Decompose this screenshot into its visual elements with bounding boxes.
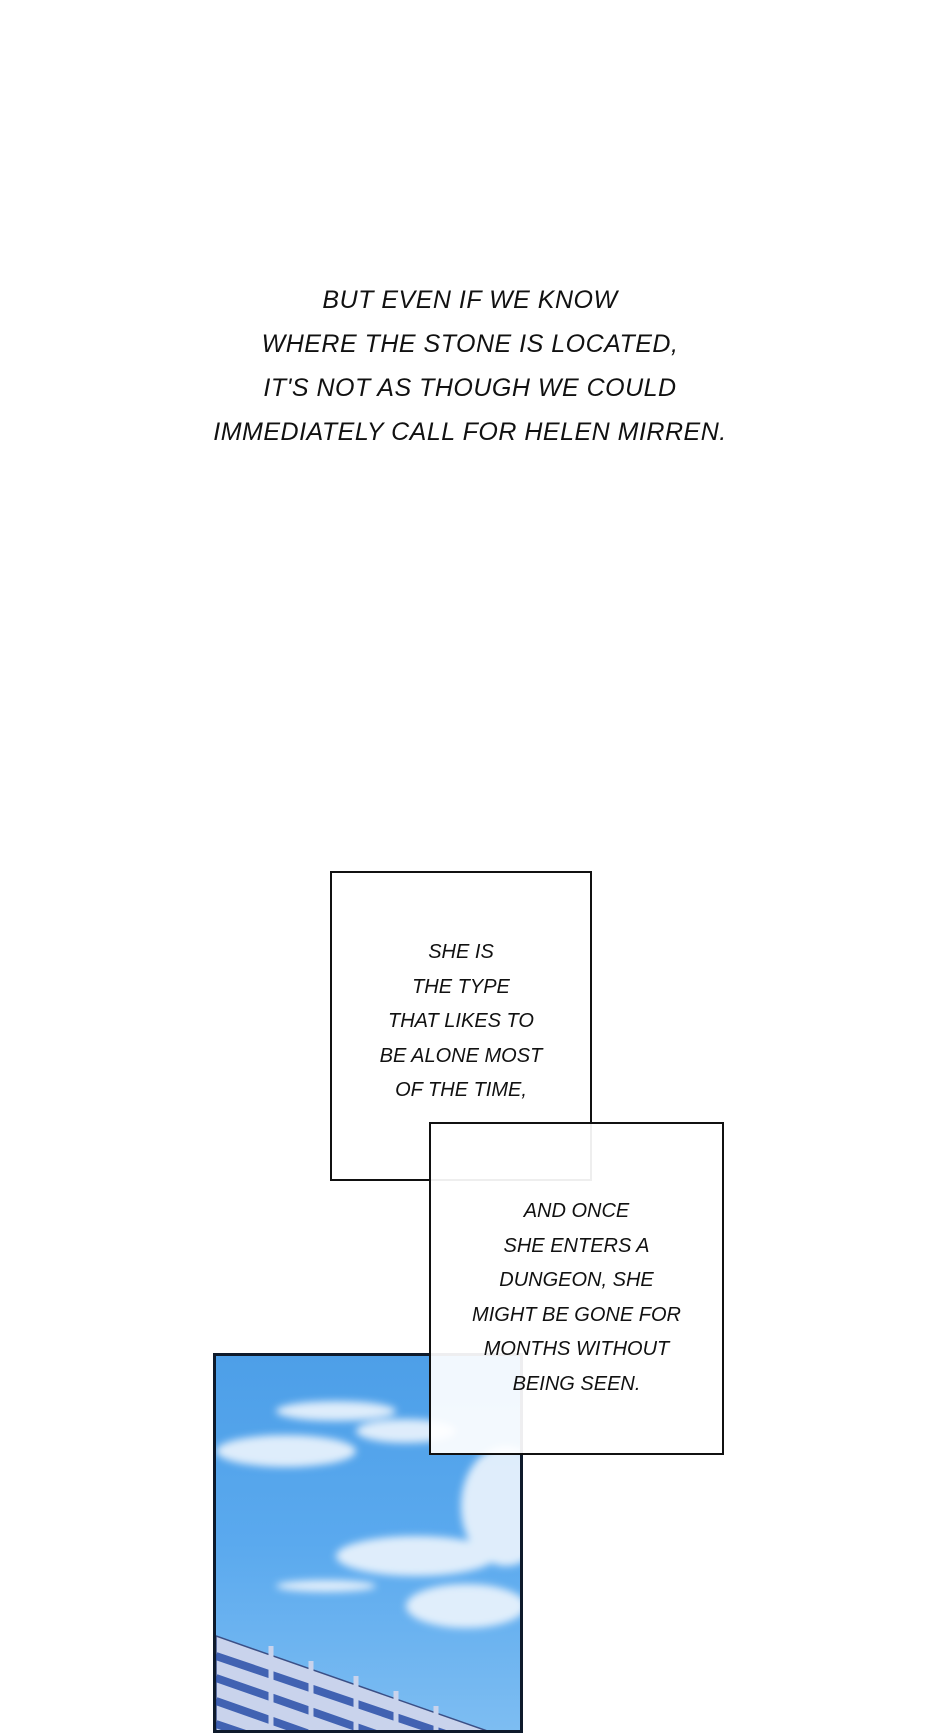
caption-line: BE ALONE MOST	[379, 1044, 543, 1067]
caption-line: DUNGEON, SHE	[499, 1269, 654, 1291]
narration-line: WHERE THE STONE IS LOCATED,	[261, 330, 679, 358]
narration-text: BUT EVEN IF WE KNOW WHERE THE STONE IS L…	[0, 278, 940, 454]
caption-line: AND ONCE	[523, 1200, 630, 1222]
caption-line: MIGHT BE GONE FOR	[472, 1303, 681, 1326]
narration-line: IMMEDIATELY CALL FOR HELEN MIRREN.	[213, 418, 727, 446]
narration-line: BUT EVEN IF WE KNOW	[322, 286, 618, 314]
narration-line: IT'S NOT AS THOUGH WE COULD	[263, 374, 677, 402]
caption-line: THE TYPE	[412, 975, 510, 998]
caption-line: MONTHS WITHOUT	[483, 1338, 670, 1360]
caption-box-2: AND ONCE SHE ENTERS A DUNGEON, SHE MIGHT…	[429, 1122, 724, 1455]
caption-line: SHE IS	[428, 941, 494, 963]
building	[216, 1635, 487, 1730]
caption-line: BEING SEEN.	[512, 1372, 641, 1395]
caption-line: THAT LIKES TO	[388, 1010, 534, 1032]
caption-line: SHE ENTERS A	[503, 1234, 650, 1257]
caption-line: OF THE TIME,	[395, 1079, 527, 1101]
